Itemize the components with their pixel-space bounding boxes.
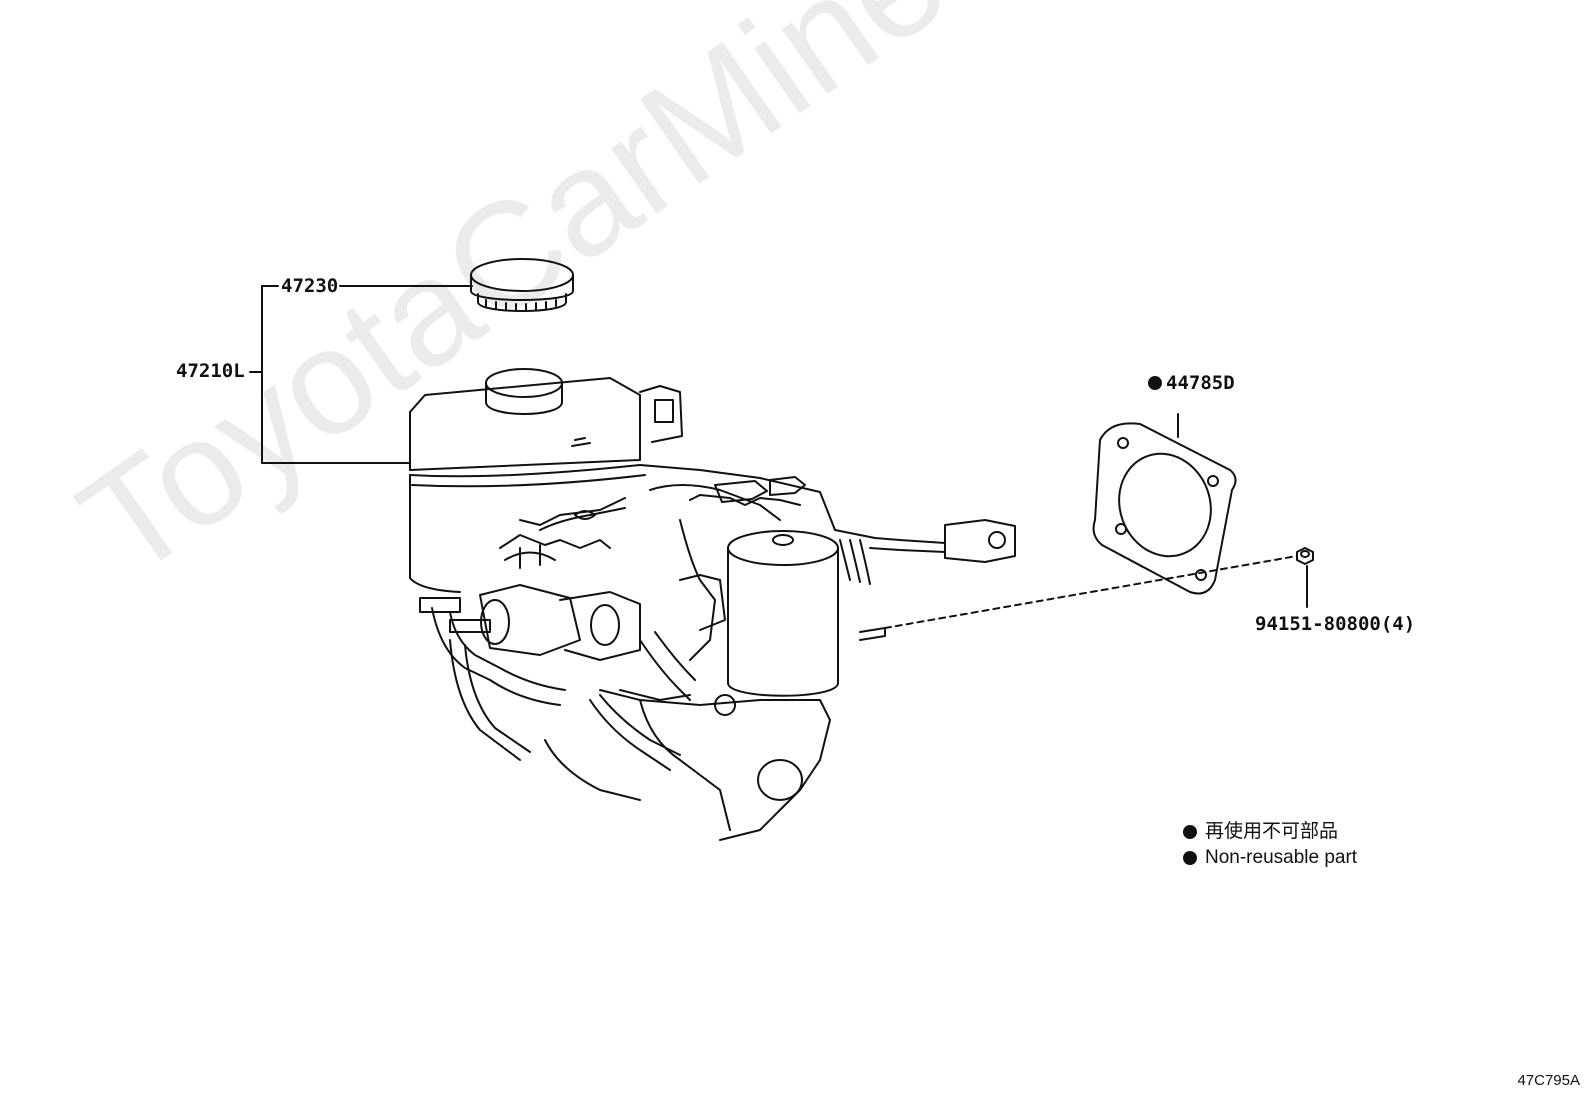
reservoir-cap-illustration [470,258,574,312]
bracket-47210L [261,285,411,464]
gasket-illustration [1092,413,1237,595]
legend-text-jp: 再使用不可部品 [1205,821,1339,842]
non-reusable-dot-icon [1183,825,1197,839]
non-reusable-dot-icon [1148,376,1162,390]
label-44785D-text: 44785D [1166,372,1235,394]
legend-text-en: Non-reusable part [1205,847,1358,868]
diagram-code: 47C795A [1517,1072,1580,1089]
non-reusable-dot-icon [1183,851,1197,865]
label-44785D[interactable]: 44785D [1148,372,1235,394]
label-94151-80800[interactable]: 94151-80800(4) [1255,613,1416,635]
legend: 再使用不可部品 Non-reusable part [1183,819,1357,871]
label-47230[interactable]: 47230 [281,275,339,297]
stud-dashed-line [884,555,1298,629]
nut-illustration [1296,547,1314,608]
legend-item-en: Non-reusable part [1183,845,1357,871]
label-47210L[interactable]: 47210L [176,360,245,382]
legend-item-jp: 再使用不可部品 [1183,819,1357,845]
master-cylinder-illustration [409,368,1016,841]
